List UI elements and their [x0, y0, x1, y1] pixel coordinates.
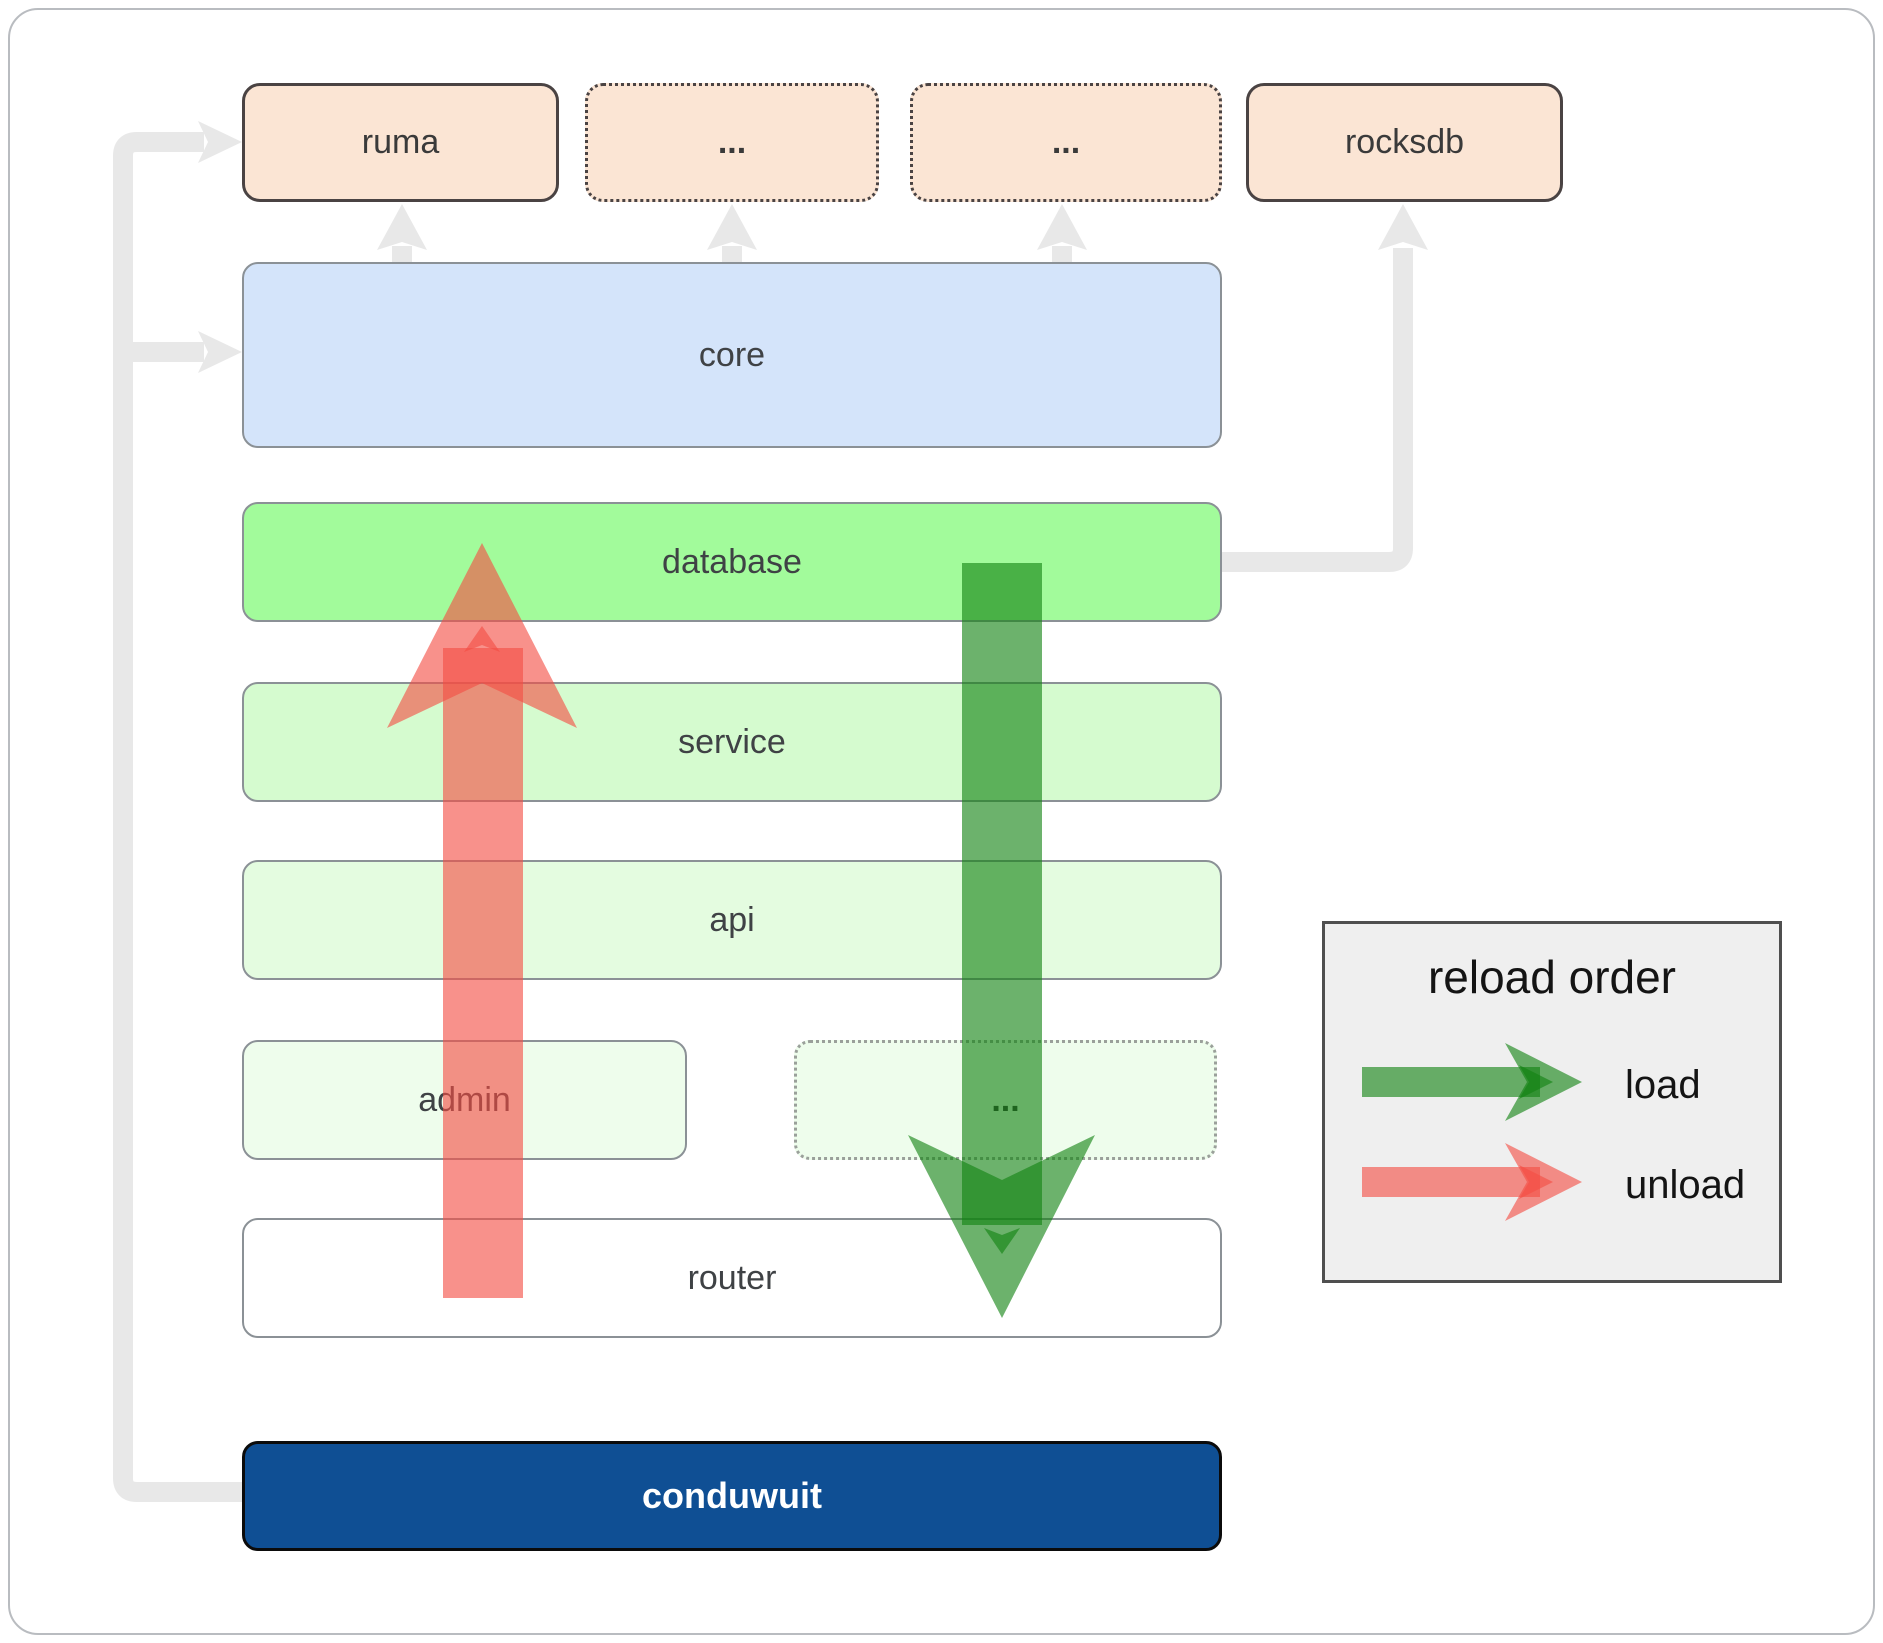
diagram-frame	[8, 8, 1875, 1635]
node-rocksdb: rocksdb	[1246, 83, 1563, 202]
node-admin-label: admin	[418, 1080, 511, 1119]
node-rocksdb-label: rocksdb	[1344, 123, 1465, 161]
node-database: database	[242, 502, 1222, 622]
node-conduwuit-label: conduwuit	[642, 1475, 822, 1516]
node-ruma: ruma	[242, 83, 559, 202]
node-conduwuit: conduwuit	[242, 1441, 1222, 1551]
node-api: api	[242, 860, 1222, 980]
node-other-dependency-1: ...	[585, 83, 879, 202]
node-ruma-label: ruma	[361, 123, 440, 161]
node-admin: admin	[242, 1040, 687, 1160]
node-api-label: api	[709, 900, 755, 939]
node-router-label: router	[687, 1258, 777, 1297]
node-more-services: ...	[794, 1040, 1217, 1160]
legend-load-label: load	[1625, 1062, 1701, 1107]
node-router: router	[242, 1218, 1222, 1338]
legend-title: reload order	[1427, 951, 1677, 1003]
node-other-dependency-2: ...	[910, 83, 1222, 202]
node-other-dependency-1-label: ...	[717, 123, 747, 161]
node-core-label: core	[698, 335, 766, 374]
node-core: core	[242, 262, 1222, 448]
node-database-label: database	[662, 542, 802, 581]
node-other-dependency-2-label: ...	[1051, 123, 1081, 161]
node-service: service	[242, 682, 1222, 802]
legend-unload-label: unload	[1625, 1162, 1746, 1207]
node-service-label: service	[678, 722, 786, 761]
node-more-services-label: ...	[991, 1080, 1020, 1119]
legend-reload-order: reload order load unload	[1322, 921, 1782, 1283]
